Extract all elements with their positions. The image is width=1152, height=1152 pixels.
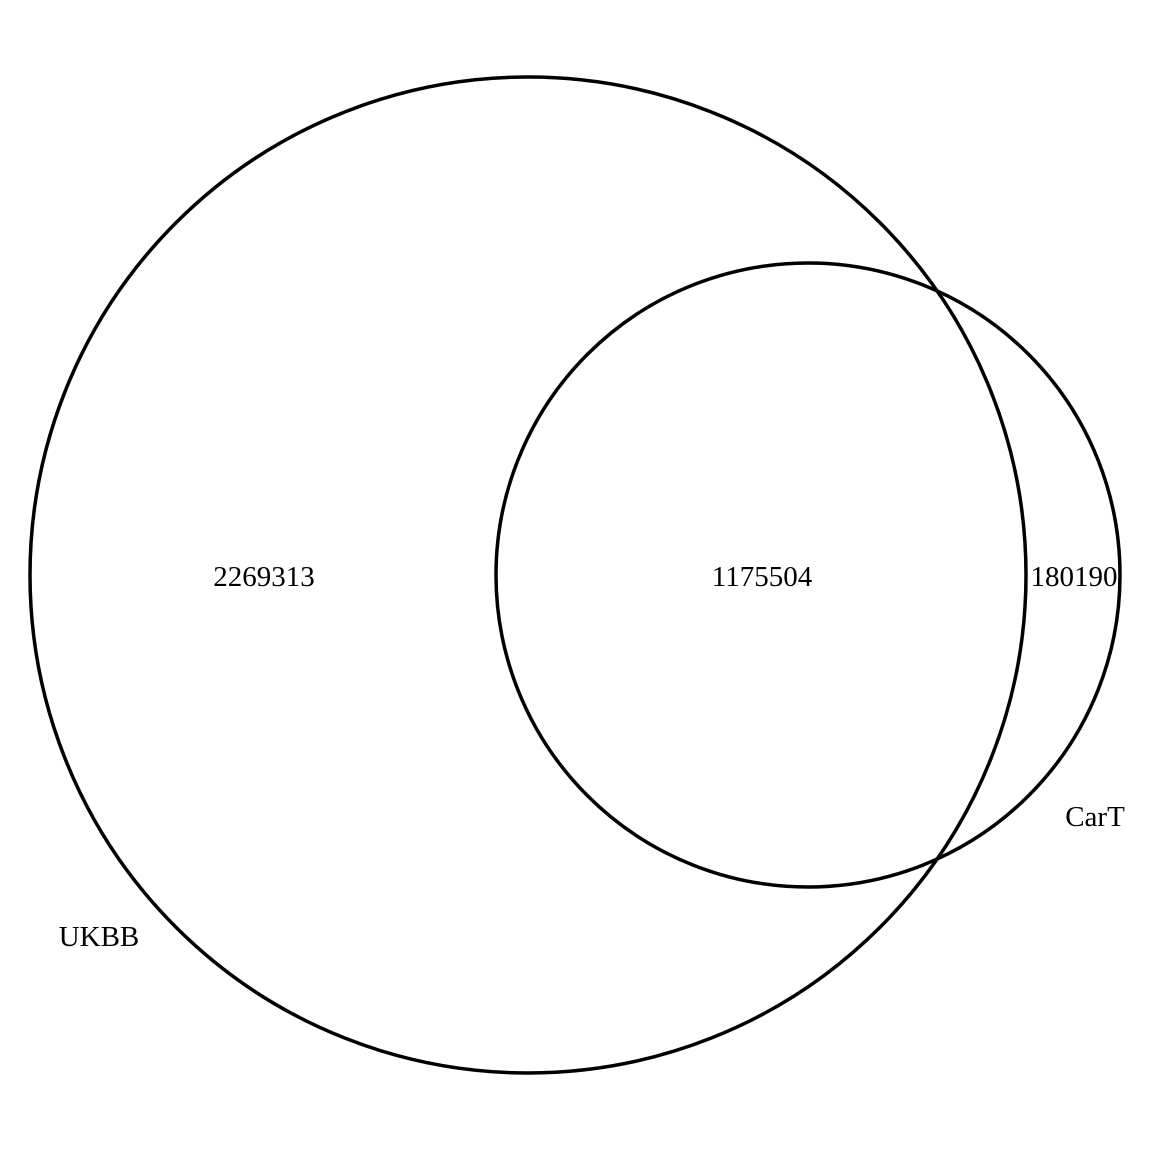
intersection-count: 1175504 [712, 561, 813, 593]
cart-only-count: 180190 [1031, 561, 1118, 593]
ukbb-set-label: UKBB [59, 921, 140, 953]
ukbb-circle [28, 75, 1028, 1075]
ukbb-only-count: 2269313 [213, 561, 315, 593]
cart-circle [494, 261, 1122, 889]
cart-set-label: CarT [1065, 801, 1125, 833]
